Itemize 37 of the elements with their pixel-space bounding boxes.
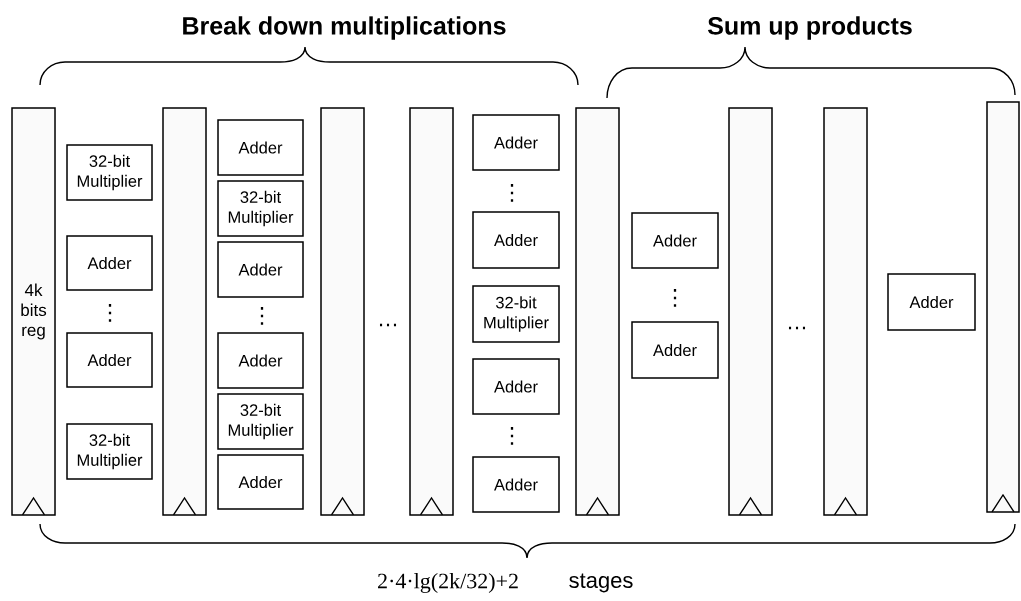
register-bar: [728, 107, 773, 516]
register-bar: [575, 107, 620, 516]
multiplier-box: 32-bit Multiplier: [66, 144, 153, 201]
adder-box: Adder: [472, 456, 560, 513]
stage-count-formula: 2·4·lg(2k/32)+2: [378, 573, 518, 593]
register-bar: [320, 107, 365, 516]
adder-box: Adder: [887, 273, 976, 331]
multiplier-box: 32-bit Multiplier: [66, 423, 153, 480]
multiplier-box: 32-bit Multiplier: [217, 393, 304, 450]
vertical-ellipsis: ⋮: [510, 184, 514, 202]
adder-box: Adder: [472, 211, 560, 269]
adder-box: Adder: [472, 114, 560, 171]
adder-box: Adder: [66, 332, 153, 388]
ellipsis: …: [380, 323, 397, 327]
heading: Sum up products: [707, 16, 912, 40]
register-bar: 4k bits reg: [11, 107, 56, 516]
adder-box: Adder: [217, 119, 304, 176]
ellipsis: …: [789, 326, 806, 330]
adder-box: Adder: [631, 321, 719, 379]
vertical-ellipsis: ⋮: [673, 289, 677, 307]
adder-box: Adder: [217, 454, 304, 510]
multiplier-box: 32-bit Multiplier: [217, 180, 304, 237]
register-bar: [162, 107, 207, 516]
register-bar: [986, 101, 1020, 513]
adder-box: Adder: [631, 212, 719, 269]
multiplier-box: 32-bit Multiplier: [472, 285, 560, 343]
register-bar: [409, 107, 454, 516]
register-bar: [823, 107, 868, 516]
vertical-ellipsis: ⋮: [260, 307, 264, 325]
adder-box: Adder: [66, 235, 153, 291]
adder-box: Adder: [217, 241, 304, 298]
stage-label: stages: [569, 573, 633, 593]
vertical-ellipsis: ⋮: [108, 304, 112, 322]
adder-box: Adder: [472, 358, 560, 415]
adder-box: Adder: [217, 332, 304, 389]
heading: Break down multiplications: [183, 16, 506, 40]
vertical-ellipsis: ⋮: [510, 427, 514, 445]
